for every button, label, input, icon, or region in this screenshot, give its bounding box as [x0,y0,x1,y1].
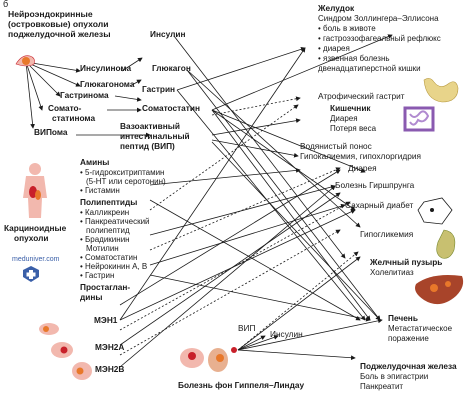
pnet-title-line-2: (островковые) опухоли [8,19,109,29]
gallbladder-line: Холелитиаз [370,268,414,277]
men2b-label: МЭН2В [95,364,125,374]
intestine-icon [403,106,435,132]
polypeptides-title: Полипептиды [80,197,138,207]
stomach-title: Желудок [318,3,355,13]
watermark-logo-icon [23,266,39,282]
glucose-molecule-icon [417,197,453,225]
liver-line-1: Метастатическое [388,324,453,333]
polypeptide-item-3: полипептид [86,226,130,235]
polypeptide-item-5: Мотилин [86,244,119,253]
somatostatinoma-label-2: статинома [52,113,96,123]
diarrhea-label: Диарея [348,163,377,173]
carcinoid-label-1: Карциноидные [4,223,67,233]
intestine-line-1: Диарея [330,114,358,123]
pancreas-line-1: Боль в эпигастрии [360,372,429,381]
panel-letter: б [3,0,9,9]
glucagonoma-label: Глюкагонома [80,79,135,89]
vip-short-label: ВИП [238,323,256,333]
gastrinoma-label: Гастринома [60,90,109,100]
atrophic-gastritis-label: Атрофический гастрит [318,91,405,101]
amines-item-2: (5-НТ или серотонин) [86,177,166,186]
amines-item-3: • Гистамин [80,186,120,195]
stomach-line-1: Синдром Золлингера–Эллисона [318,14,439,23]
vhl-organs-icon [180,347,237,372]
watery-diarrhea-label: Водянистый понос [300,141,372,151]
vip-label-3: пептид (ВИП) [120,141,175,151]
vipoma-label: ВИПома [34,127,68,137]
liver-title: Печень [388,313,418,323]
polypeptide-item-6: • Соматостатин [80,253,138,262]
somatostatinoma-label-1: Сомато- [48,103,82,113]
vhl-label: Болезнь фон Гиппеля–Линдау [178,380,305,390]
human-body-icon [23,163,47,218]
prostaglandins-label-2: дины [80,292,103,302]
vip-label-2: интестинальный [120,131,190,141]
stomach-line-2: • боль в животе [318,24,376,33]
liver-icon [415,275,464,305]
stomach-line-5: • язвенная болезнь [318,54,390,63]
stomach-line-3: • гастроэзофагеальный рефлюкс [318,34,441,43]
polypeptide-item-7: • Нейрокинин А, В [80,262,148,271]
gallbladder-icon [436,229,456,259]
polypeptide-item-2: • Панкреатический [80,217,150,226]
men2a-label: МЭН2А [95,342,125,352]
men2b-organ-icon [72,362,92,380]
pancreas-line-2: Панкреатит [360,382,404,391]
amines-title: Амины [80,157,110,167]
intestine-title: Кишечник [330,103,371,113]
pnet-title-line-1: Нейроэндокринные [8,9,93,19]
stomach-line-6: двенадцатиперстной кишки [318,64,421,73]
hirschsprung-label: Болезнь Гиршпрунга [335,180,415,190]
stomach-icon [423,78,459,103]
insulin-lower-label: Инсулин [270,329,303,339]
hormone-somatostatin: Соматостатин [142,103,200,113]
carcinoid-label-2: опухоли [14,233,49,243]
hypoglycemia-label: Гипогликемия [360,229,414,239]
polypeptide-item-1: • Калликреин [80,208,130,217]
prostaglandins-label-1: Простаглан- [80,282,131,292]
stomach-line-4: • диарея [318,44,350,53]
hormone-glucagon: Глюкагон [152,63,191,73]
polypeptide-item-4: • Брадикинин [80,235,130,244]
men2a-organ-icon [51,342,73,358]
watermark-text: meduniver.com [12,256,60,263]
insulinoma-label: Инсулинома [80,63,132,73]
gallbladder-title: Желчный пузырь [370,257,443,267]
pancreas-title: Поджелудочная железа [360,361,457,371]
diabetes-label: Сахарный диабет [345,200,414,210]
pancreas-tumor-icon [15,55,35,67]
intestine-line-2: Потеря веса [330,124,377,133]
hypokalemia-label: Гипокалиемия, гипохлоргидрия [300,151,421,161]
pnet-title-line-3: поджелудочной железы [8,29,111,39]
liver-line-2: поражение [388,334,429,343]
hormone-insulin: Инсулин [150,29,186,39]
hormone-gastrin: Гастрин [142,84,176,94]
vip-label-1: Вазоактивный [120,121,180,131]
men1-organ-icon [39,323,59,335]
polypeptide-item-8: • Гастрин [80,271,115,280]
men1-label: МЭН1 [94,315,118,325]
amines-item-1: • 5-гидрокситриптамин [80,168,165,177]
